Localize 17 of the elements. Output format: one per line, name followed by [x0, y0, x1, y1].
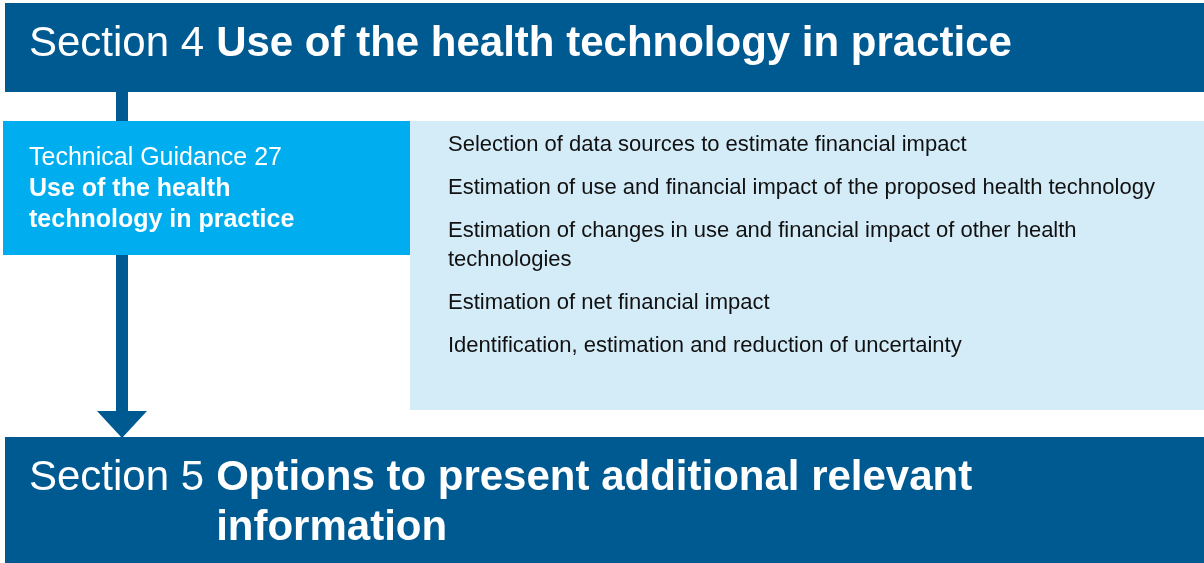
topic-item: Estimation of net financial impact — [448, 288, 771, 316]
arrow — [97, 255, 147, 439]
guidance-box — [3, 121, 410, 255]
topic-item: Selection of data sources to estimate financial impact — [448, 130, 968, 158]
section-title: Use of the health technology in practice — [216, 17, 1013, 67]
section-label: Section 4 — [29, 17, 205, 67]
section-label: Technical Guidance 27 — [29, 141, 283, 172]
topic-item: Estimation of changes in use and financial impact of other health technologies — [448, 216, 1078, 273]
section-title: Options to present additional relevant information — [216, 451, 974, 551]
section-banner — [5, 3, 1204, 92]
section-label: Section 5 — [29, 451, 205, 501]
topic-panel — [410, 121, 1204, 410]
topic-item: Identification, estimation and reduction of uncertainty — [448, 331, 963, 359]
section-title: Use of the health technology in practice — [29, 172, 296, 234]
section-banner — [5, 437, 1204, 563]
topic-item: Estimation of use and financial impact of the proposed health technology — [448, 173, 1156, 201]
connector-line — [116, 92, 128, 121]
